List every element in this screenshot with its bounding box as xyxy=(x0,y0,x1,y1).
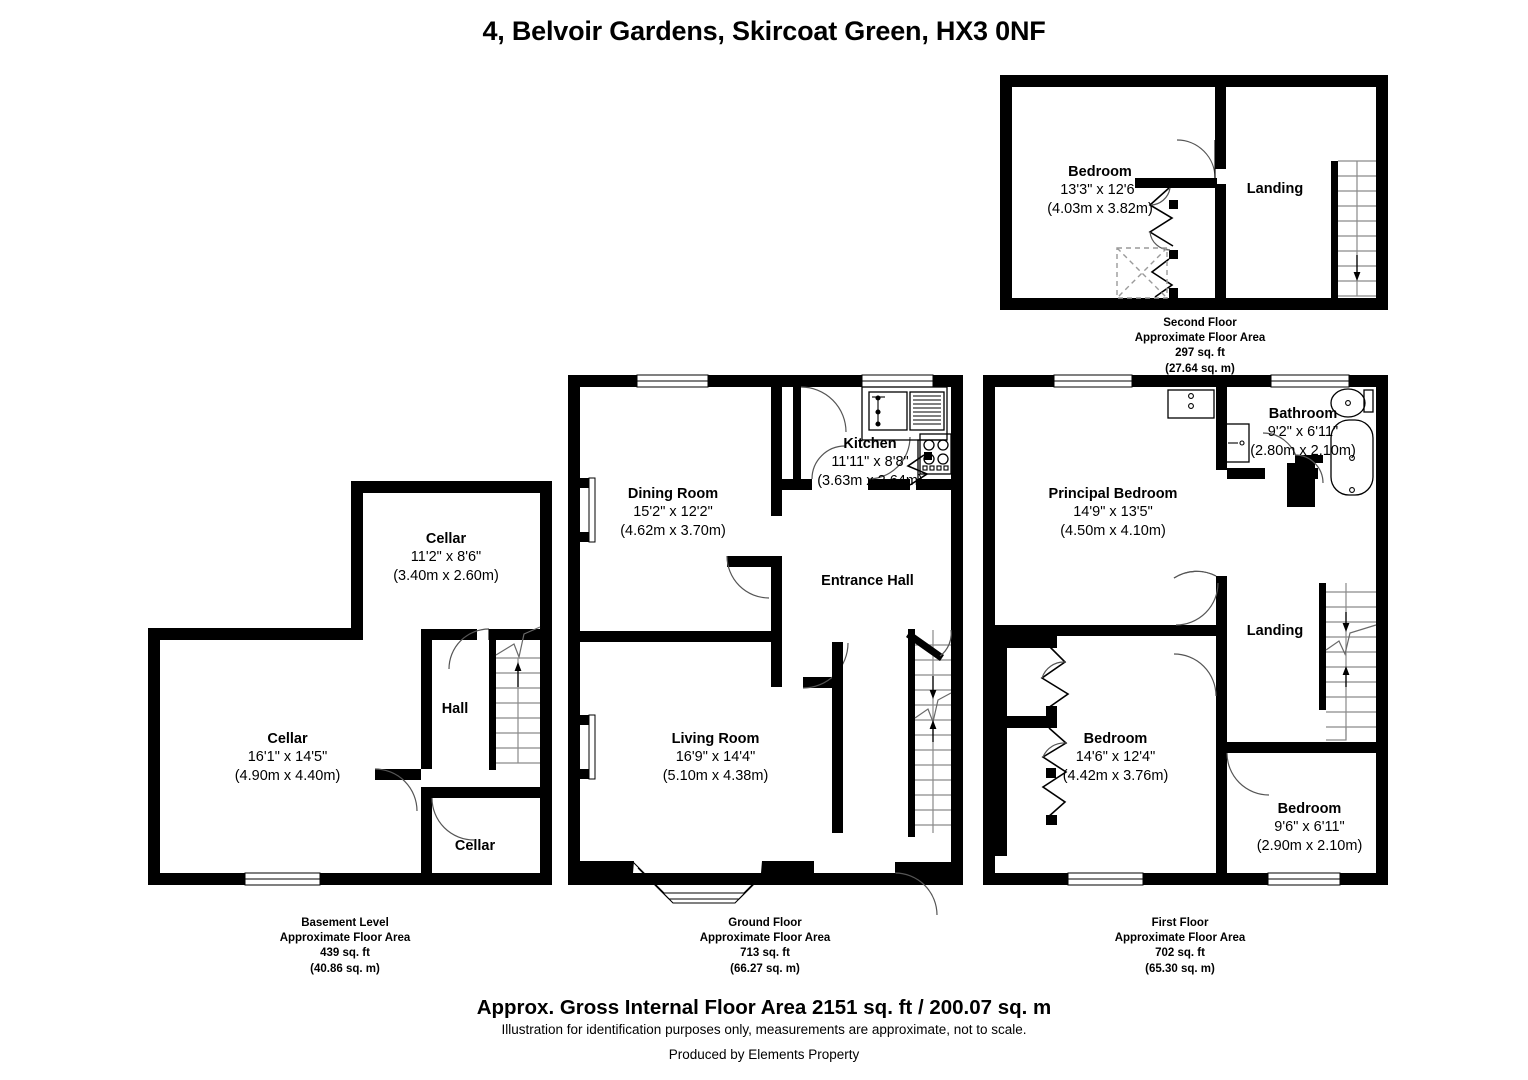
gross-internal-area-text: Approx. Gross Internal Floor Area 2151 s… xyxy=(476,996,1052,1019)
first-floor-caption: First Floor Approximate Floor Area 702 s… xyxy=(1114,917,1246,975)
room-label-entrance-hall: Entrance Hall xyxy=(821,573,914,589)
room-label-cellar-small: Cellar 11'2" x 8'6" (3.40m x 2.60m) xyxy=(393,531,499,584)
room-label-bathroom: Bathroom 9'2" x 6'11" (2.80m x 2.10m) xyxy=(1250,406,1356,459)
ground-floor-drawing xyxy=(568,374,963,916)
room-label-basement-hall: Hall xyxy=(441,701,469,717)
room-label-second-landing: Landing xyxy=(1246,181,1304,197)
room-label-bedroom-three: Bedroom 9'6" x 6'11" (2.90m x 2.10m) xyxy=(1256,801,1363,854)
basement-level-caption: Basement Level Approximate Floor Area 43… xyxy=(279,917,411,975)
room-label-bedroom-two: Bedroom 14'6" x 12'4" (4.42m x 3.76m) xyxy=(1062,731,1169,784)
room-label-second-bedroom: Bedroom 13'3" x 12'6" (4.03m x 3.82m) xyxy=(1047,164,1153,217)
room-label-first-landing: Landing xyxy=(1246,623,1304,639)
room-label-cellar-large: Cellar 16'1" x 14'5" (4.90m x 4.40m) xyxy=(234,731,341,784)
room-label-kitchen: Kitchen 11'11" x 8'8" (3.63m x 2.64m) xyxy=(817,436,923,489)
ground-floor-caption: Ground Floor Approximate Floor Area 713 … xyxy=(699,917,831,975)
second-floor-drawing xyxy=(1000,75,1388,310)
room-label-dining-room: Dining Room 15'2" x 12'2" (4.62m x 3.70m… xyxy=(620,486,726,539)
basement-level-drawing xyxy=(148,481,552,886)
disclaimer-text: Illustration for identification purposes… xyxy=(501,1022,1027,1037)
page-title: 4, Belvoir Gardens, Skircoat Green, HX3 … xyxy=(482,16,1046,46)
room-label-principal-bedroom: Principal Bedroom 14'9" x 13'5" (4.50m x… xyxy=(1048,486,1178,539)
room-label-cellar-third: Cellar xyxy=(454,838,496,854)
first-floor-drawing xyxy=(983,374,1388,886)
shower-label: S xyxy=(1304,474,1314,490)
producer-credit-text: Produced by Elements Property xyxy=(668,1047,860,1062)
second-floor-caption: Second Floor Approximate Floor Area 297 … xyxy=(1134,317,1266,375)
room-label-living-room: Living Room 16'9" x 14'4" (5.10m x 4.38m… xyxy=(662,731,769,784)
